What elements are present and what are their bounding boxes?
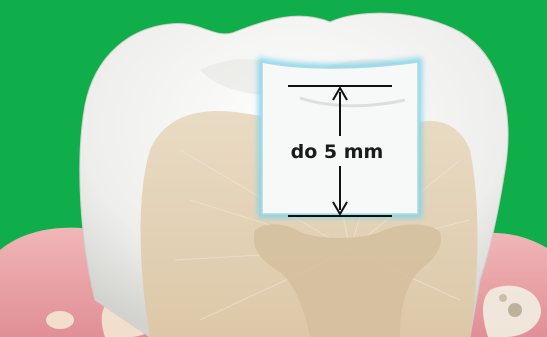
measurement-label: do 5 mm — [291, 141, 384, 163]
